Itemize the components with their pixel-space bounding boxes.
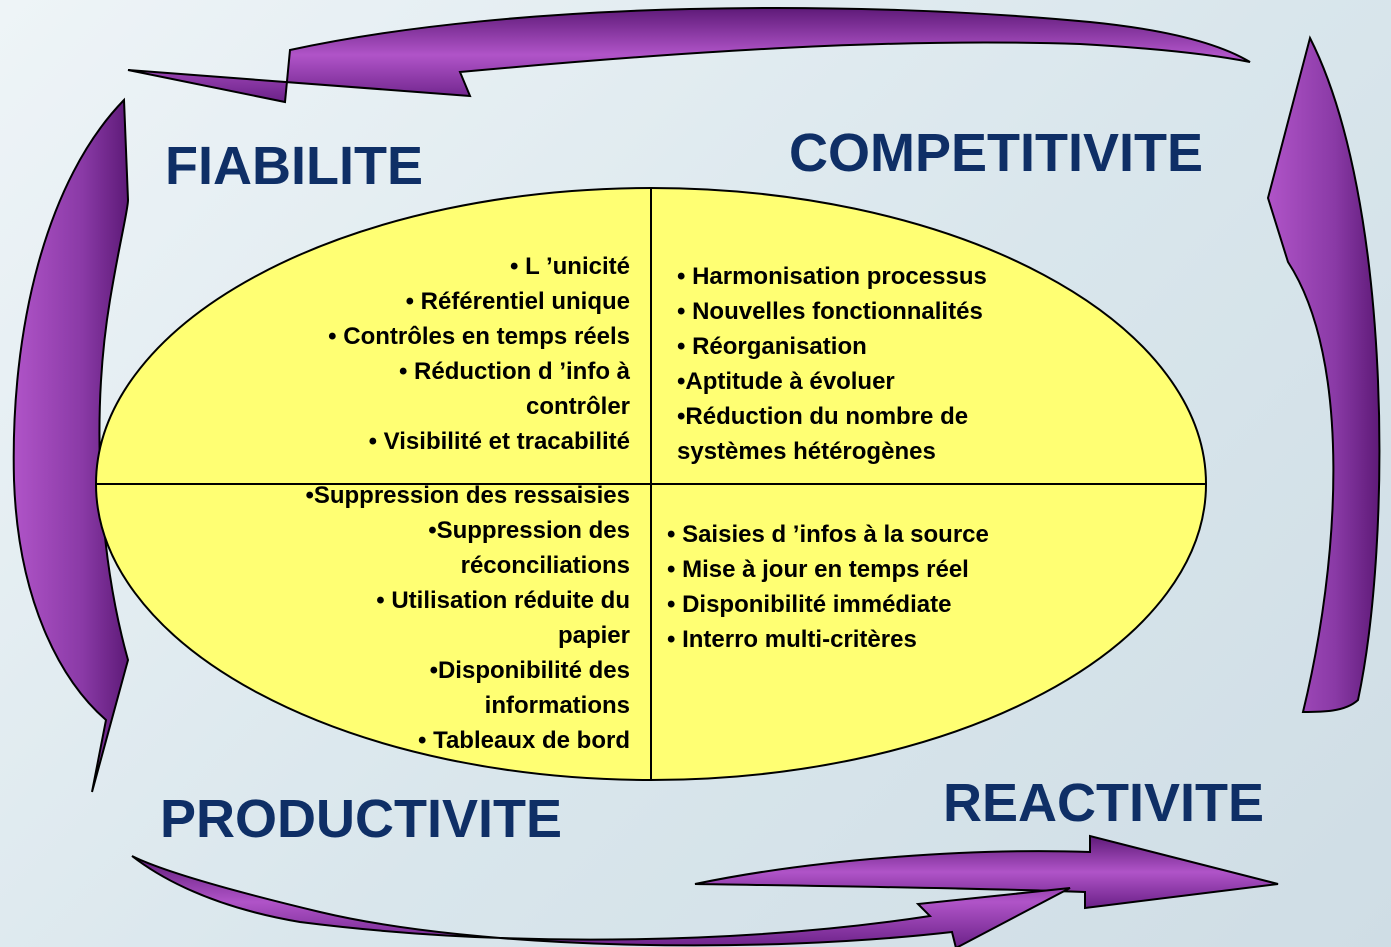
list-item: • Nouvelles fonctionnalités bbox=[677, 298, 983, 325]
bottom-cycle-arrow bbox=[131, 855, 1071, 947]
list-item: • Saisies d ’infos à la source bbox=[667, 521, 989, 548]
list-item: • Utilisation réduite du papier bbox=[376, 587, 630, 649]
list-item: •Réduction du nombre de systèmes hétérog… bbox=[677, 403, 969, 465]
productivite-list: •Suppression des ressaisies •Suppression… bbox=[150, 478, 630, 758]
fiabilite-list: • L ’unicité • Référentiel unique • Cont… bbox=[180, 249, 630, 459]
list-item: •Aptitude à évoluer bbox=[677, 368, 895, 395]
reactivite-list: • Saisies d ’infos à la source • Mise à … bbox=[667, 517, 1107, 657]
list-item: • Tableaux de bord bbox=[418, 727, 630, 754]
list-item: •Suppression des réconciliations bbox=[428, 517, 630, 579]
list-item: •Disponibilité des informations bbox=[429, 657, 630, 719]
right-cycle-arrow bbox=[1266, 35, 1381, 714]
bottom-right-cycle-arrow bbox=[694, 834, 1279, 910]
list-item: • Mise à jour en temps réel bbox=[667, 556, 969, 583]
title-reactivite: REACTIVITE bbox=[943, 773, 1265, 833]
competitivite-list: • Harmonisation processus • Nouvelles fo… bbox=[677, 259, 1117, 469]
list-item: •Suppression des ressaisies bbox=[305, 482, 630, 509]
list-item: • Contrôles en temps réels bbox=[328, 323, 630, 350]
list-item: • Réorganisation bbox=[677, 333, 867, 360]
title-fiabilite: FIABILITE bbox=[165, 136, 423, 196]
top-cycle-arrow bbox=[127, 6, 1251, 104]
left-cycle-arrow bbox=[12, 97, 130, 793]
list-item: • Réduction d ’info à contrôler bbox=[398, 358, 630, 420]
list-item: • Interro multi-critères bbox=[667, 626, 917, 653]
list-item: • Visibilité et tracabilité bbox=[368, 428, 630, 455]
title-competitivite: COMPETITIVITE bbox=[789, 123, 1204, 183]
list-item: • Disponibilité immédiate bbox=[667, 591, 952, 618]
list-item: • L ’unicité bbox=[510, 253, 630, 280]
list-item: • Référentiel unique bbox=[405, 288, 630, 315]
title-productivite: PRODUCTIVITE bbox=[160, 789, 563, 849]
list-item: • Harmonisation processus bbox=[677, 263, 987, 290]
